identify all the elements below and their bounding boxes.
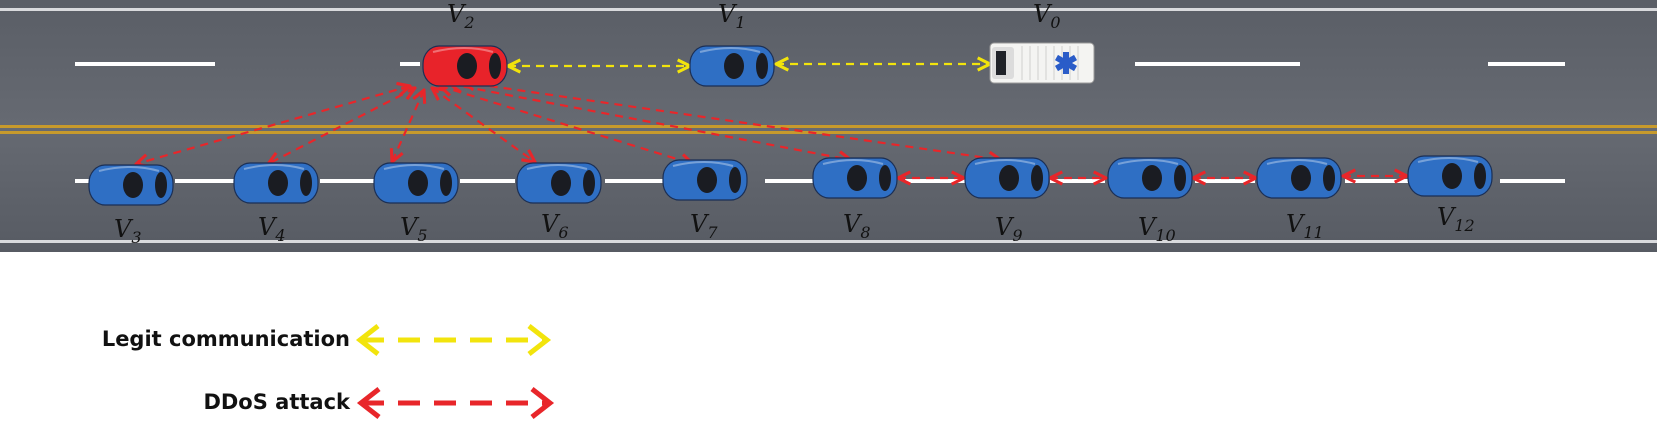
windshield <box>847 165 867 191</box>
rear-window <box>756 53 768 79</box>
legend-ddos-label: DDoS attack <box>203 390 351 414</box>
vehicle-label: V12 <box>1437 203 1475 235</box>
vehicle-label: V8 <box>843 210 871 242</box>
vehicle-label: V4 <box>258 213 286 245</box>
vehicle-v9 <box>964 157 1050 199</box>
windshield <box>551 170 571 196</box>
vehicle-label: V7 <box>690 210 718 242</box>
vehicle-label: V5 <box>400 213 428 245</box>
windshield <box>408 170 428 196</box>
lane-mark <box>320 179 375 183</box>
lane-mark <box>1488 62 1565 66</box>
legend-ddos-arrowhead-right <box>530 387 555 419</box>
lane-mark <box>765 179 815 183</box>
windshield <box>1142 165 1162 191</box>
lane-mark <box>460 179 515 183</box>
legend: Legit communication DDoS attack <box>102 324 555 419</box>
legend-legit-arrowhead-right <box>527 324 552 356</box>
vehicle-label: V3 <box>114 215 142 247</box>
lane-mark <box>1345 179 1410 183</box>
vehicle-v2 <box>422 45 508 87</box>
rear-window <box>583 170 595 196</box>
rear-window <box>440 170 452 196</box>
vehicle-v3 <box>88 164 174 206</box>
windshield <box>724 53 744 79</box>
legend-legit-arrowhead-left <box>355 324 380 356</box>
rear-window <box>300 170 312 196</box>
lane-mark <box>1050 179 1105 183</box>
windshield <box>457 53 477 79</box>
vehicle-v0 <box>989 42 1095 84</box>
vehicle-v12 <box>1407 155 1493 197</box>
road-edge-bottom <box>0 240 1657 243</box>
vehicle-v1 <box>689 45 775 87</box>
lane-mark <box>1195 179 1255 183</box>
windshield <box>123 172 143 198</box>
road <box>0 0 1657 252</box>
lane-mark <box>1500 179 1565 183</box>
lane-mark <box>605 179 665 183</box>
vehicle-label: V1 <box>718 0 746 32</box>
legend-item-legit: Legit communication <box>102 324 552 356</box>
vehicle-label: V9 <box>995 213 1023 245</box>
vehicle-v5 <box>373 162 459 204</box>
vehicle-label: V0 <box>1033 0 1061 32</box>
vehicle-label: V10 <box>1138 213 1176 245</box>
legend-legit-label: Legit communication <box>102 327 350 351</box>
vehicle-v8 <box>812 157 898 199</box>
rear-window <box>879 165 891 191</box>
vehicle-label: V6 <box>541 210 569 242</box>
vehicle-v10 <box>1107 157 1193 199</box>
rear-window <box>1323 165 1335 191</box>
windshield <box>697 167 717 193</box>
windshield <box>268 170 288 196</box>
lane-mark <box>75 179 90 183</box>
lane-mark <box>175 179 235 183</box>
star-of-life-icon <box>1054 52 1078 74</box>
vehicle-v7 <box>662 159 748 201</box>
vehicle-v6 <box>516 162 602 204</box>
rear-window <box>489 53 501 79</box>
ddos-link-v2-v9 <box>462 82 1001 160</box>
lane-marks-top <box>75 62 1565 66</box>
median-line <box>0 125 1657 128</box>
windshield <box>1442 163 1462 189</box>
windshield <box>999 165 1019 191</box>
windshield <box>1291 165 1311 191</box>
ambulance-windshield <box>996 51 1006 75</box>
rear-window <box>1174 165 1186 191</box>
rear-window <box>1474 163 1486 189</box>
lane-mark <box>400 62 420 66</box>
road-edge-top <box>0 8 1657 11</box>
links <box>136 64 1407 178</box>
lane-mark <box>75 62 215 66</box>
vehicle-v4 <box>233 162 319 204</box>
legend-item-ddos: DDoS attack <box>203 387 555 419</box>
lane-mark <box>1135 62 1300 66</box>
vehicle-label: V2 <box>447 0 475 32</box>
lane-mark <box>905 179 965 183</box>
rear-window <box>155 172 167 198</box>
legend-ddos-arrowhead-left <box>356 387 381 419</box>
rear-window <box>1031 165 1043 191</box>
vehicle-label: V11 <box>1286 210 1324 242</box>
rear-window <box>729 167 741 193</box>
vehicle-v11 <box>1256 157 1342 199</box>
